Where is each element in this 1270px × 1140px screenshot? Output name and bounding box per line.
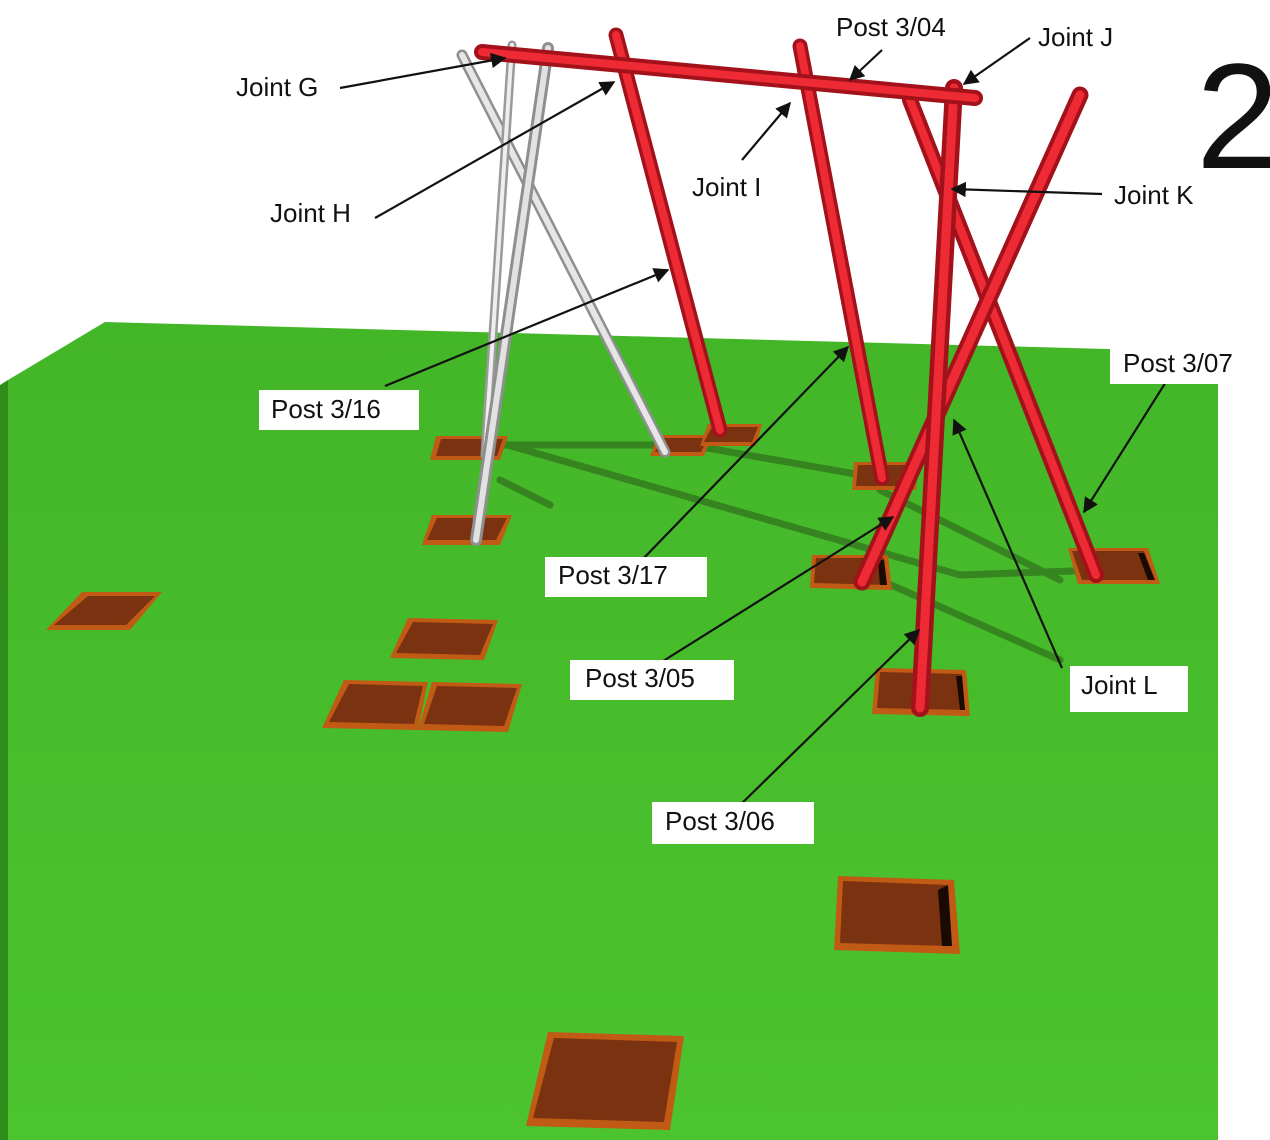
label-joint-i: Joint I <box>692 172 761 202</box>
hole <box>834 876 960 954</box>
ground-edge <box>0 380 8 1140</box>
label-post-3-07: Post 3/07 <box>1123 348 1233 378</box>
silver-posts <box>456 40 671 546</box>
label-joint-l: Joint L <box>1081 670 1158 700</box>
hole <box>322 680 428 730</box>
label-post-3-04: Post 3/04 <box>836 12 946 42</box>
label-post-3-16: Post 3/16 <box>271 394 381 424</box>
step-number: 2 <box>1196 32 1270 200</box>
label-post-3-06: Post 3/06 <box>665 806 775 836</box>
callout-arrows <box>339 37 1177 811</box>
hole <box>46 592 162 630</box>
label-joint-j: Joint J <box>1038 22 1113 52</box>
hole <box>390 618 498 660</box>
hole <box>526 1032 684 1130</box>
red-posts <box>474 27 1104 717</box>
label-joint-h: Joint H <box>270 198 351 228</box>
hole <box>700 424 762 446</box>
hole <box>418 682 522 732</box>
hole <box>422 515 512 545</box>
callout-labels: Joint G Joint H Joint I Post 3/04 Joint … <box>236 12 1260 844</box>
label-joint-k: Joint K <box>1114 180 1194 210</box>
label-post-3-05: Post 3/05 <box>585 663 695 693</box>
label-post-3-17: Post 3/17 <box>558 560 668 590</box>
label-joint-g: Joint G <box>236 72 318 102</box>
